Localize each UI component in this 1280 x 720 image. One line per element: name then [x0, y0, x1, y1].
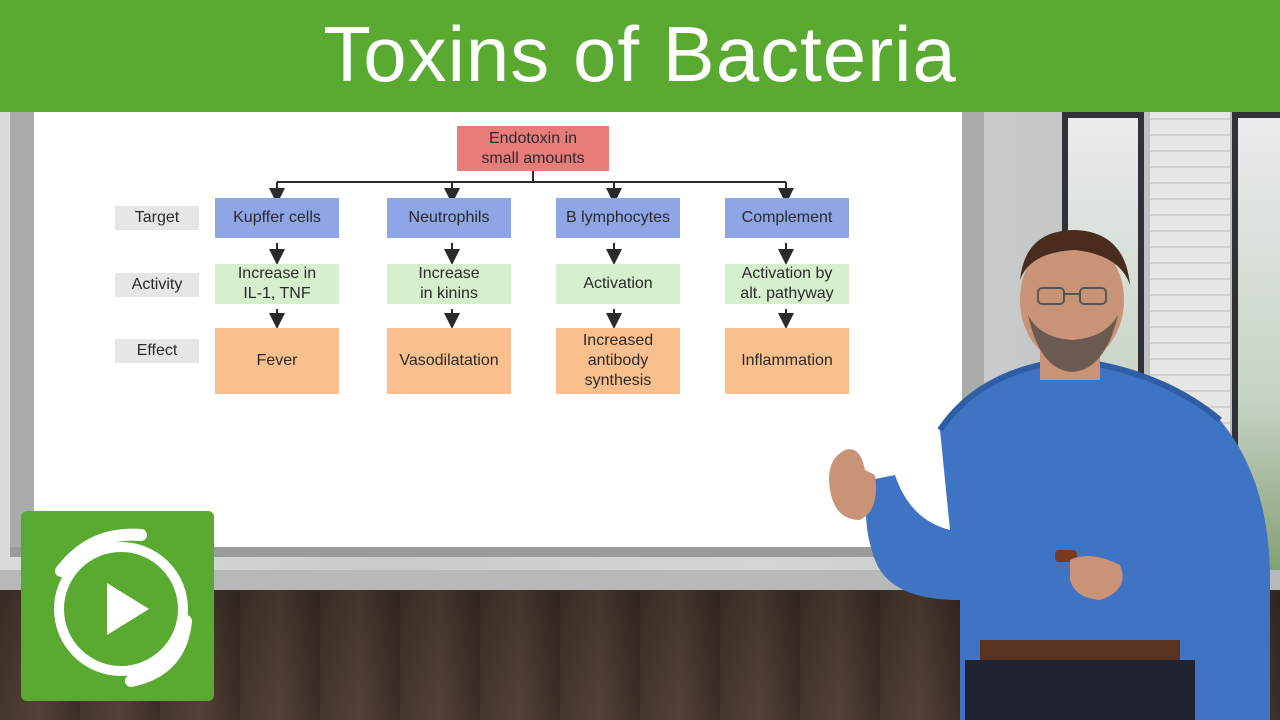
target-node-1-label: Kupffer cells — [233, 209, 321, 226]
effect-node-2: Vasodilatation — [387, 328, 511, 394]
effect-node-4: Inflammation — [725, 328, 849, 394]
target-node-3-label: B lymphocytes — [565, 209, 671, 226]
row-label-target-text: Target — [134, 209, 180, 226]
screen-bezel-bottom — [10, 547, 984, 557]
target-node-4: Complement — [725, 198, 849, 238]
target-node-2: Neutrophils — [387, 198, 511, 238]
effect-node-1-label: Fever — [256, 352, 298, 369]
target-node-1: Kupffer cells — [215, 198, 339, 238]
activity-node-4: Activation by alt. pathyway — [725, 264, 849, 304]
row-label-effect-text: Effect — [136, 342, 178, 359]
target-node-3: B lymphocytes — [556, 198, 680, 238]
arrows-activity-to-effect — [269, 309, 794, 329]
effect-node-4-label: Inflammation — [741, 352, 833, 369]
page-title: Toxins of Bacteria — [323, 10, 957, 98]
row-label-activity-text: Activity — [131, 276, 183, 293]
root-node-label: Endotoxin in small amounts — [481, 129, 585, 167]
presenter-figure — [829, 230, 1270, 720]
row-label-effect: Effect — [115, 339, 199, 363]
effect-node-1: Fever — [215, 328, 339, 394]
effect-node-3-label: Increased antibody synthesis — [582, 332, 654, 389]
effect-node-3: Increased antibody synthesis — [556, 328, 680, 394]
screen-bezel-left — [10, 112, 34, 557]
activity-node-3-label: Activation — [583, 275, 653, 292]
activity-node-2-label: Increase in kinins — [418, 265, 480, 302]
play-icon — [54, 528, 192, 687]
row-label-activity: Activity — [115, 273, 199, 297]
activity-node-3: Activation — [556, 264, 680, 304]
header-bar: Toxins of Bacteria — [0, 0, 1280, 112]
root-node: Endotoxin in small amounts — [457, 126, 609, 171]
arrows-root-to-target — [269, 182, 794, 204]
row-label-target: Target — [115, 206, 199, 230]
arrows-target-to-activity — [269, 243, 794, 265]
logo-badge — [21, 511, 214, 701]
activity-node-1-label: Increase in IL-1, TNF — [237, 265, 317, 302]
effect-node-2-label: Vasodilatation — [399, 352, 499, 369]
target-node-2-label: Neutrophils — [408, 209, 490, 226]
target-node-4-label: Complement — [741, 209, 833, 226]
activity-node-4-label: Activation by alt. pathyway — [740, 265, 834, 302]
activity-node-2: Increase in kinins — [387, 264, 511, 304]
activity-node-1: Increase in IL-1, TNF — [215, 264, 339, 304]
